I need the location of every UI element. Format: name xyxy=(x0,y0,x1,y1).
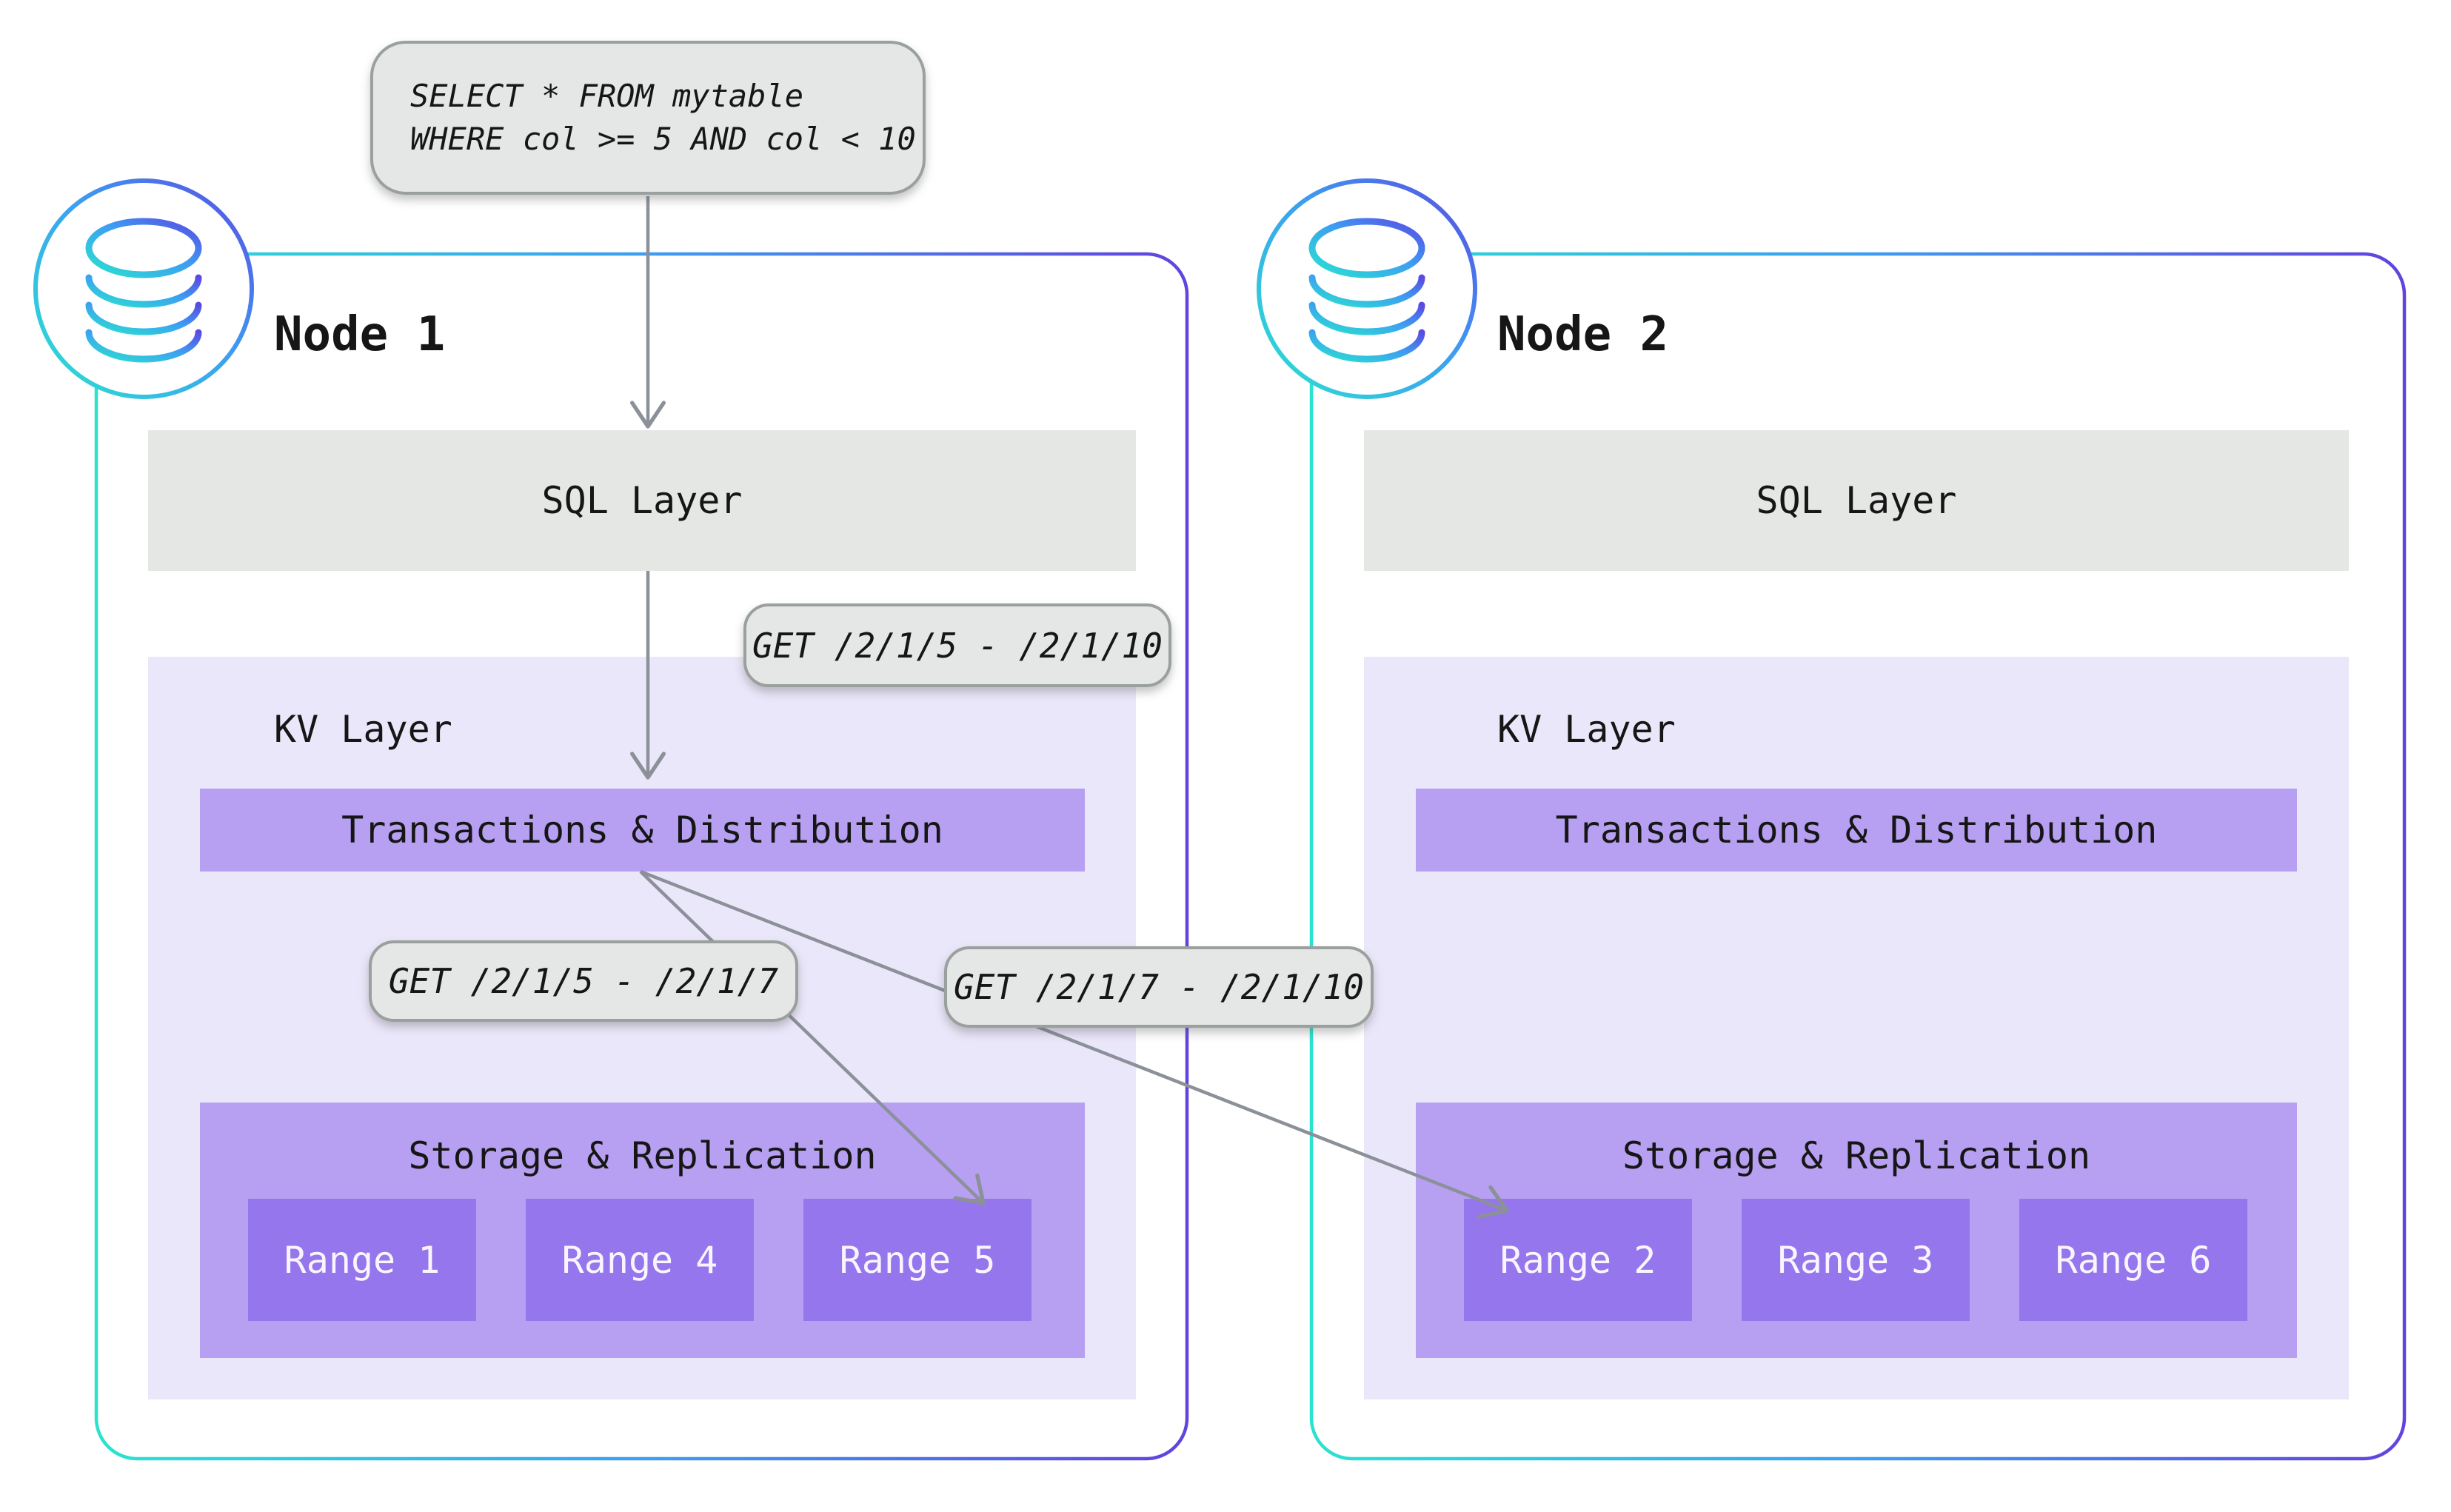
get-request-local-range-bubble: GET /2/1/5 - /2/1/7 xyxy=(369,940,798,1022)
node2-range-6: Range 6 xyxy=(2019,1199,2247,1321)
node1-transactions-distribution: Transactions & Distribution xyxy=(200,789,1085,872)
node2-transactions-distribution: Transactions & Distribution xyxy=(1416,789,2297,872)
node1-storage-replication-label: Storage & Replication xyxy=(408,1134,877,1177)
node2-range-2: Range 2 xyxy=(1464,1199,1692,1321)
sql-query-bubble: SELECT * FROM mytable WHERE col >= 5 AND… xyxy=(370,41,926,195)
get-request-full-range-bubble: GET /2/1/5 - /2/1/10 xyxy=(743,603,1171,687)
node1-database-icon xyxy=(36,181,252,397)
node2-database-icon xyxy=(1259,181,1475,397)
node2-sql-layer: SQL Layer xyxy=(1364,430,2349,571)
node1-kv-layer-label: KV Layer xyxy=(274,708,452,751)
sql-query-line1: SELECT * FROM mytable xyxy=(410,78,804,114)
node2-range-3: Range 3 xyxy=(1742,1199,1970,1321)
node1-range-5: Range 5 xyxy=(803,1199,1031,1321)
node2-title: Node 2 xyxy=(1497,307,1669,362)
node1-range-1: Range 1 xyxy=(248,1199,476,1321)
sql-query-line2: WHERE col >= 5 AND col < 10 xyxy=(410,121,916,157)
node2-storage-replication-label: Storage & Replication xyxy=(1622,1134,2091,1177)
get-request-remote-range-bubble: GET /2/1/7 - /2/1/10 xyxy=(944,946,1374,1028)
node1-range-4: Range 4 xyxy=(526,1199,754,1321)
node1-title: Node 1 xyxy=(274,307,446,362)
node2-kv-layer-label: KV Layer xyxy=(1497,708,1676,751)
node1-sql-layer: SQL Layer xyxy=(148,430,1136,571)
